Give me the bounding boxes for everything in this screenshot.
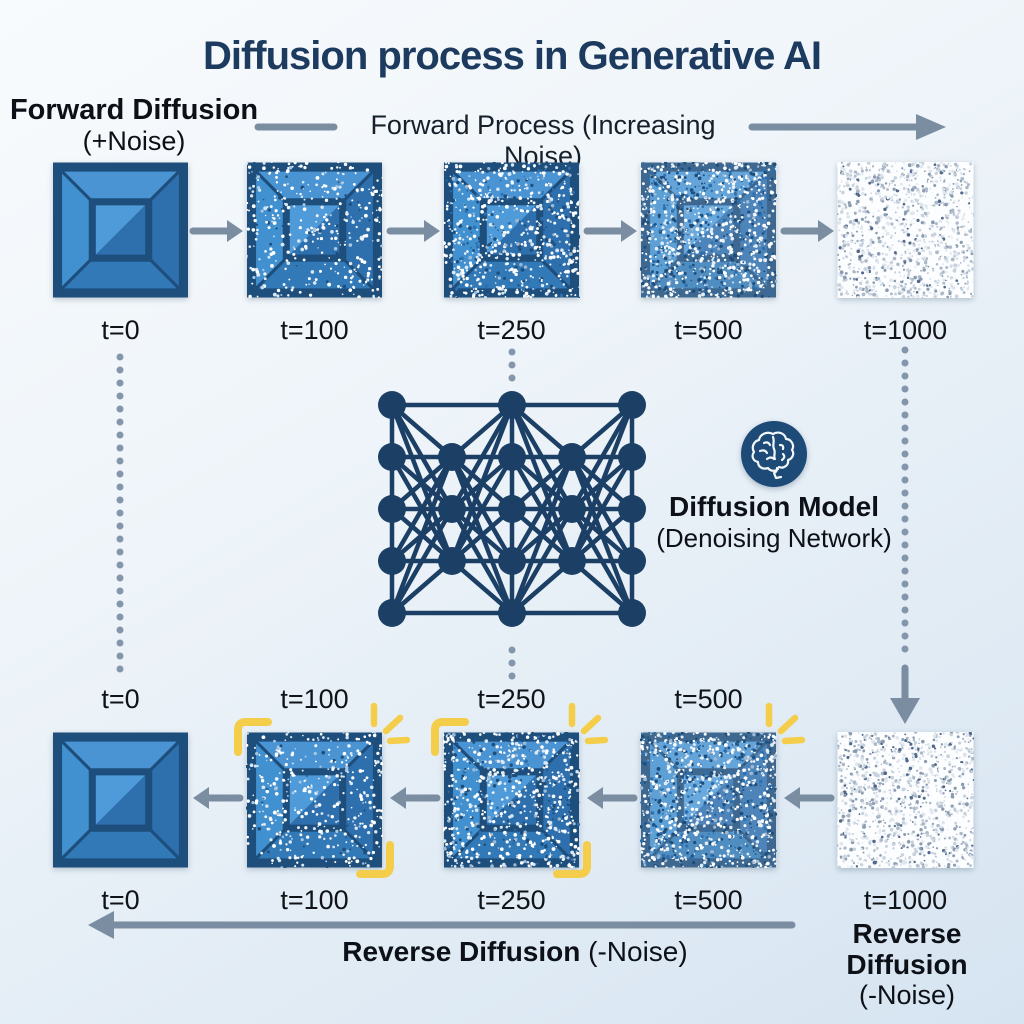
reverse-top-label-t250: t=250: [477, 684, 546, 714]
reverse-stage-t100: t=100: [246, 732, 383, 916]
denoising-network: [378, 391, 646, 627]
arrow-left-icon: [193, 787, 244, 809]
timestep-label: t=500: [674, 885, 743, 915]
reverse-top-label-t100: t=100: [280, 684, 349, 714]
image-heavy-noise: [640, 162, 777, 298]
forward-stage-t1000: t=1000: [837, 162, 974, 346]
image-medium-noise: [443, 732, 580, 868]
reverse-stage-t0: t=0: [52, 732, 189, 916]
timestep-label: t=100: [280, 885, 349, 915]
forward-diffusion-heading: Forward Diffusion (+Noise): [8, 94, 260, 157]
reverse-diffusion-heading: Reverse Diffusion (-Noise): [797, 918, 1017, 1010]
reverse-top-label-t500: t=500: [674, 684, 743, 714]
image-clean: [53, 162, 188, 298]
image-heavy-noise: [640, 732, 777, 868]
forward-stage-t500: t=500: [640, 162, 777, 346]
timestep-label: t=250: [477, 315, 546, 345]
arrow-left-icon: [587, 787, 638, 809]
diffusion-model-heading: Diffusion Model (Denoising Network): [648, 490, 900, 554]
image-light-noise: [246, 162, 383, 298]
timestep-label: t=1000: [863, 885, 948, 915]
reverse-heading-sub: (-Noise): [858, 979, 955, 1010]
timestep-label: t=500: [674, 315, 743, 345]
arrow-right-icon: [780, 220, 834, 242]
image-medium-noise: [443, 162, 580, 298]
model-heading-text: Diffusion Model: [669, 491, 879, 522]
image-light-noise: [246, 732, 383, 868]
reverse-heading-text: Reverse Diffusion: [846, 918, 968, 980]
timestep-label: t=0: [101, 885, 140, 915]
reverse-stage-t1000: t=1000: [837, 732, 974, 916]
page-title: Diffusion process in Generative AI: [202, 34, 822, 78]
forward-heading-text: Forward Diffusion: [9, 94, 259, 126]
timestep-label: t=250: [477, 885, 546, 915]
image-pure-noise: [837, 732, 974, 868]
forward-process-label: Forward Process (Increasing Noise): [370, 110, 716, 171]
brain-icon: [741, 421, 807, 487]
arrow-left-icon: [784, 787, 835, 809]
reverse-stage-t500: t=500: [640, 732, 777, 916]
image-clean: [53, 732, 188, 868]
forward-stage-t100: t=100: [246, 162, 383, 346]
forward-stage-t250: t=250: [443, 162, 580, 346]
reverse-process-label: Reverse Diffusion (-Noise): [310, 936, 720, 968]
model-heading-sub: (Denoising Network): [656, 523, 892, 554]
image-pure-noise: [837, 162, 974, 298]
arrow-right-icon: [583, 220, 637, 242]
reverse-label-bold: Reverse Diffusion: [342, 936, 581, 967]
arrow-left-icon: [390, 787, 441, 809]
arrow-down-icon: [890, 664, 920, 724]
reverse-stage-t250: t=250: [443, 732, 580, 916]
timestep-label: t=1000: [863, 315, 948, 345]
timestep-label: t=0: [101, 315, 140, 345]
reverse-top-label-t0: t=0: [101, 684, 140, 714]
arrow-right-icon: [386, 220, 440, 242]
forward-heading-sub: (+Noise): [82, 126, 186, 157]
arrow-right-icon: [189, 220, 243, 242]
timestep-label: t=100: [280, 315, 349, 345]
reverse-label-rest: (-Noise): [580, 936, 688, 967]
forward-stage-t0: t=0: [52, 162, 189, 346]
